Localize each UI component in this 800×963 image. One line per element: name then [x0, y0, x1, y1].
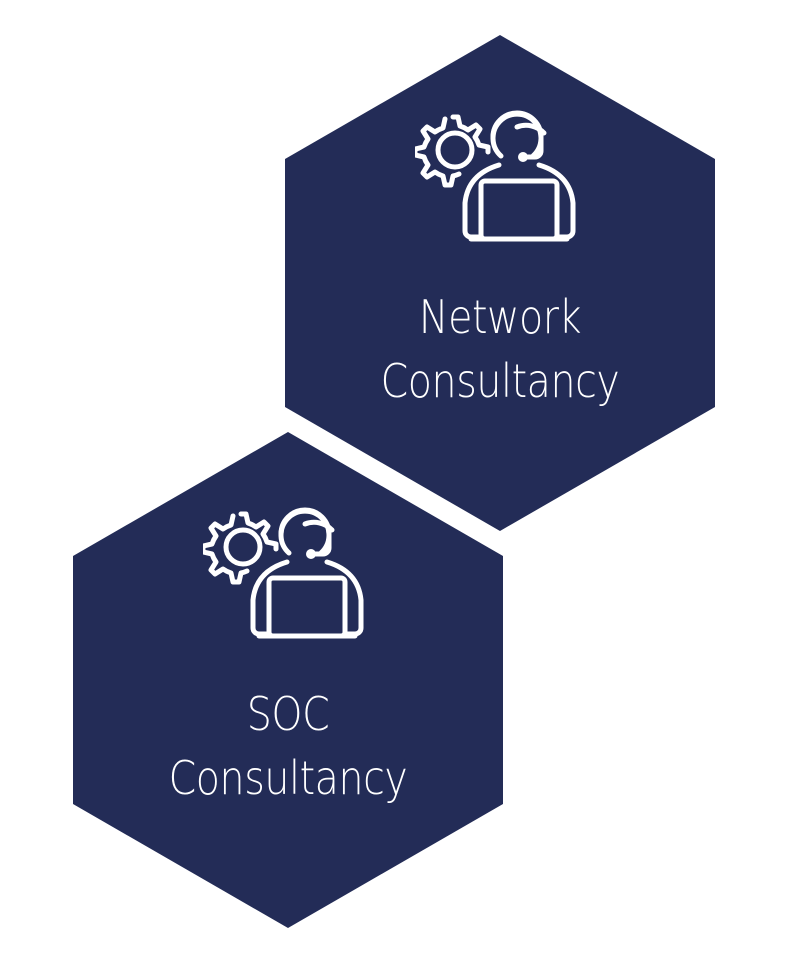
- consultant-gear-icon: [415, 107, 580, 252]
- hex-tile-network-consultancy[interactable]: Network Consultancy: [285, 35, 715, 531]
- tile-label-line2: Consultancy: [168, 751, 408, 805]
- tile-label: Network Consultancy: [315, 285, 685, 413]
- hex-tile-soc-consultancy[interactable]: SOC Consultancy: [73, 432, 503, 928]
- hexagon-shape: [73, 432, 503, 928]
- tile-label: SOC Consultancy: [103, 682, 473, 810]
- hexagon-shape: [285, 35, 715, 531]
- tile-label-line1: SOC: [246, 687, 330, 741]
- tile-label-line2: Consultancy: [380, 354, 620, 408]
- tile-label-line1: Network: [418, 290, 582, 344]
- consultant-gear-icon: [203, 504, 368, 649]
